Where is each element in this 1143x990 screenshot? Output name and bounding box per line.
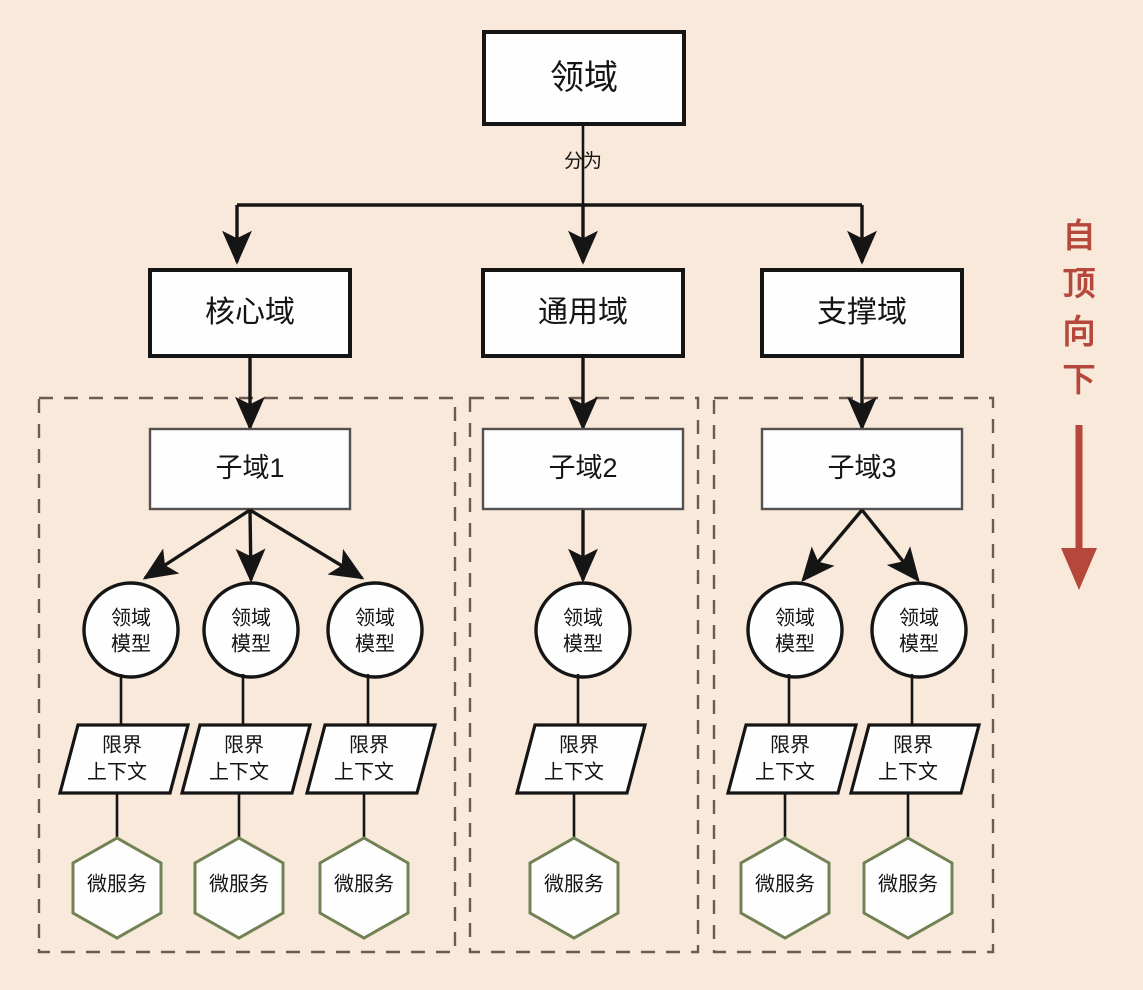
- node-microservice-shape[interactable]: [71, 836, 163, 940]
- node-domain-model-label-line1: 领域: [899, 606, 939, 629]
- edge-sub3-to-model-2: [860, 508, 920, 583]
- node-microservice-label: 微服务: [87, 872, 147, 895]
- node-domain-model-label-line1: 领域: [111, 606, 151, 629]
- node-bounded-context-label-line1: 限界: [559, 733, 599, 756]
- node-domain-model-circle[interactable]: [534, 581, 632, 679]
- node-bounded-context-label-line1: 限界: [349, 733, 389, 756]
- side-note-char-3: 下: [1063, 361, 1096, 398]
- top-down-arrow-head: [1061, 548, 1097, 590]
- node-domain-model-circle[interactable]: [746, 581, 844, 679]
- node-domain-model-label-line2: 模型: [775, 632, 815, 655]
- node-domain-model-label-line1: 领域: [355, 606, 395, 629]
- node-domain-model-circle[interactable]: [870, 581, 968, 679]
- node-bounded-context-label-line2: 上下文: [87, 760, 147, 783]
- node-bounded-context-shape[interactable]: [725, 723, 859, 795]
- node-bounded-context-label-line2: 上下文: [755, 760, 815, 783]
- node-subdomain-1-label: 子域1: [215, 453, 284, 483]
- edge-sub3-to-model-1: [801, 508, 864, 583]
- node-bounded-context-label-line2: 上下文: [334, 760, 394, 783]
- node-subdomain-2-label: 子域2: [548, 453, 617, 483]
- node-microservice-label: 微服务: [209, 872, 269, 895]
- node-domain-box[interactable]: [482, 30, 686, 126]
- node-microservice-shape[interactable]: [528, 836, 620, 940]
- node-bounded-context-shape[interactable]: [304, 723, 438, 795]
- node-domain-model-label-line1: 领域: [563, 606, 603, 629]
- node-domain-model-label-line2: 模型: [111, 632, 151, 655]
- node-bounded-context-label-line2: 上下文: [878, 760, 938, 783]
- node-bounded-context-shape[interactable]: [57, 723, 191, 795]
- node-generic-domain-label: 通用域: [538, 296, 628, 329]
- node-subdomain-1-box[interactable]: [148, 427, 352, 511]
- group-container-supporting: [712, 396, 995, 954]
- node-domain-model-label-line2: 模型: [355, 632, 395, 655]
- edge-label-split-into: 分为: [564, 150, 602, 172]
- node-bounded-context-shape[interactable]: [179, 723, 313, 795]
- node-domain-model-label-line1: 领域: [775, 606, 815, 629]
- node-core-domain-label: 核心域: [205, 296, 295, 329]
- side-note-char-0: 自: [1063, 217, 1096, 254]
- node-bounded-context-label-line1: 限界: [770, 733, 810, 756]
- node-microservice-shape[interactable]: [739, 836, 831, 940]
- node-domain-model-circle[interactable]: [82, 581, 180, 679]
- node-bounded-context-shape[interactable]: [848, 723, 982, 795]
- node-microservice-shape[interactable]: [193, 836, 285, 940]
- node-bounded-context-label-line1: 限界: [224, 733, 264, 756]
- node-bounded-context-label-line2: 上下文: [209, 760, 269, 783]
- node-bounded-context-shape[interactable]: [514, 723, 648, 795]
- node-domain-model-circle[interactable]: [326, 581, 424, 679]
- node-microservice-label: 微服务: [334, 872, 394, 895]
- node-microservice-label: 微服务: [544, 872, 604, 895]
- node-subdomain-2-box[interactable]: [481, 427, 685, 511]
- node-generic-domain-box[interactable]: [481, 268, 685, 358]
- node-domain-model-label-line2: 模型: [231, 632, 271, 655]
- side-note-char-2: 向: [1063, 313, 1096, 350]
- node-domain-model-label-line2: 模型: [563, 632, 603, 655]
- node-microservice-shape[interactable]: [318, 836, 410, 940]
- node-domain-model-label-line1: 领域: [231, 606, 271, 629]
- node-domain-label: 领域: [550, 59, 618, 97]
- node-bounded-context-label-line2: 上下文: [544, 760, 604, 783]
- edge-sub1-to-model-3: [249, 508, 365, 580]
- node-bounded-context-label-line1: 限界: [893, 733, 933, 756]
- edge-sub1-to-model-1: [142, 508, 251, 580]
- edge-sub1-to-model-2: [235, 509, 266, 583]
- node-domain-model-label-line2: 模型: [899, 632, 939, 655]
- node-core-domain-box[interactable]: [148, 268, 352, 358]
- node-subdomain-3-label: 子域3: [827, 453, 896, 483]
- node-domain-model-circle[interactable]: [202, 581, 300, 679]
- node-bounded-context-label-line1: 限界: [102, 733, 142, 756]
- node-subdomain-3-box[interactable]: [760, 427, 964, 511]
- side-note-char-1: 顶: [1063, 265, 1096, 302]
- node-supporting-domain-label: 支撑域: [817, 296, 907, 329]
- node-microservice-shape[interactable]: [862, 836, 954, 940]
- node-microservice-label: 微服务: [878, 872, 938, 895]
- node-microservice-label: 微服务: [755, 872, 815, 895]
